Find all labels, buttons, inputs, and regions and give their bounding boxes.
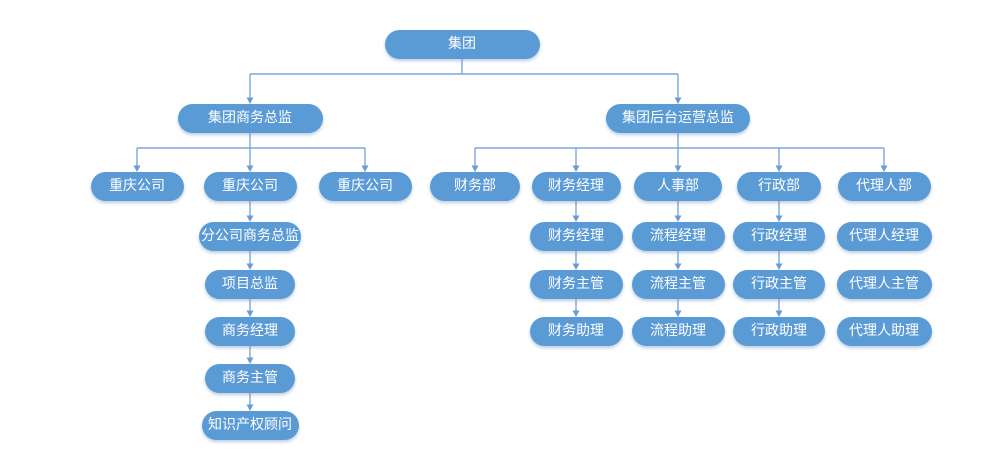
org-node-backoffice-director: 集团后台运营总监 xyxy=(606,104,750,133)
org-node-finance-assistant: 财务助理 xyxy=(529,317,623,346)
org-node-branch-biz-director: 分公司商务总监 xyxy=(199,222,301,251)
arrowhead-down-icon xyxy=(572,263,580,270)
arrowhead-down-icon xyxy=(775,263,783,270)
org-node-finance-manager-senior: 财务经理 xyxy=(531,172,621,201)
org-node-chongqing-company-2: 重庆公司 xyxy=(203,172,297,201)
org-node-finance-supervisor: 财务主管 xyxy=(529,270,623,299)
org-node-hr-dept: 人事部 xyxy=(634,172,722,201)
arrowhead-down-icon xyxy=(775,215,783,222)
org-node-agent-assistant: 代理人助理 xyxy=(836,317,932,346)
arrowhead-down-icon xyxy=(572,165,580,172)
arrowhead-down-icon xyxy=(572,310,580,317)
org-node-biz-manager: 商务经理 xyxy=(205,317,295,346)
arrowhead-down-icon xyxy=(775,310,783,317)
arrowhead-down-icon xyxy=(471,165,479,172)
org-node-finance-manager: 财务经理 xyxy=(529,222,623,251)
arrowhead-down-icon xyxy=(246,357,254,364)
arrowhead-down-icon xyxy=(880,165,888,172)
arrowhead-down-icon xyxy=(572,215,580,222)
org-node-biz-director: 集团商务总监 xyxy=(177,104,323,133)
org-node-admin-supervisor: 行政主管 xyxy=(733,270,825,299)
arrowhead-down-icon xyxy=(775,165,783,172)
arrowhead-down-icon xyxy=(674,165,682,172)
org-node-agent-manager: 代理人经理 xyxy=(836,222,932,251)
arrowhead-down-icon xyxy=(674,310,682,317)
org-node-process-assistant: 流程助理 xyxy=(631,317,725,346)
org-node-chongqing-company-1: 重庆公司 xyxy=(90,172,184,201)
arrowhead-down-icon xyxy=(246,310,254,317)
org-node-biz-supervisor: 商务主管 xyxy=(205,364,295,393)
arrowhead-down-icon xyxy=(246,215,254,222)
arrowhead-down-icon xyxy=(246,165,254,172)
org-node-ip-consultant: 知识产权顾问 xyxy=(201,411,299,440)
org-node-admin-dept: 行政部 xyxy=(737,172,821,201)
org-node-process-supervisor: 流程主管 xyxy=(631,270,725,299)
org-node-process-manager: 流程经理 xyxy=(631,222,725,251)
arrowhead-down-icon xyxy=(674,215,682,222)
org-node-project-director: 项目总监 xyxy=(205,270,295,299)
arrowhead-down-icon xyxy=(674,263,682,270)
arrowhead-down-icon xyxy=(246,404,254,411)
org-node-agent-dept: 代理人部 xyxy=(837,172,931,201)
org-node-chongqing-company-3: 重庆公司 xyxy=(318,172,412,201)
arrowhead-down-icon xyxy=(674,97,682,104)
arrowhead-down-icon xyxy=(133,165,141,172)
arrowhead-down-icon xyxy=(246,97,254,104)
org-node-admin-assistant: 行政助理 xyxy=(733,317,825,346)
arrowhead-down-icon xyxy=(361,165,369,172)
arrowhead-down-icon xyxy=(246,263,254,270)
org-node-group: 集团 xyxy=(384,30,540,59)
org-node-admin-manager: 行政经理 xyxy=(733,222,825,251)
org-node-agent-supervisor: 代理人主管 xyxy=(836,270,932,299)
org-node-finance-dept: 财务部 xyxy=(430,172,520,201)
connector-path xyxy=(136,59,885,406)
